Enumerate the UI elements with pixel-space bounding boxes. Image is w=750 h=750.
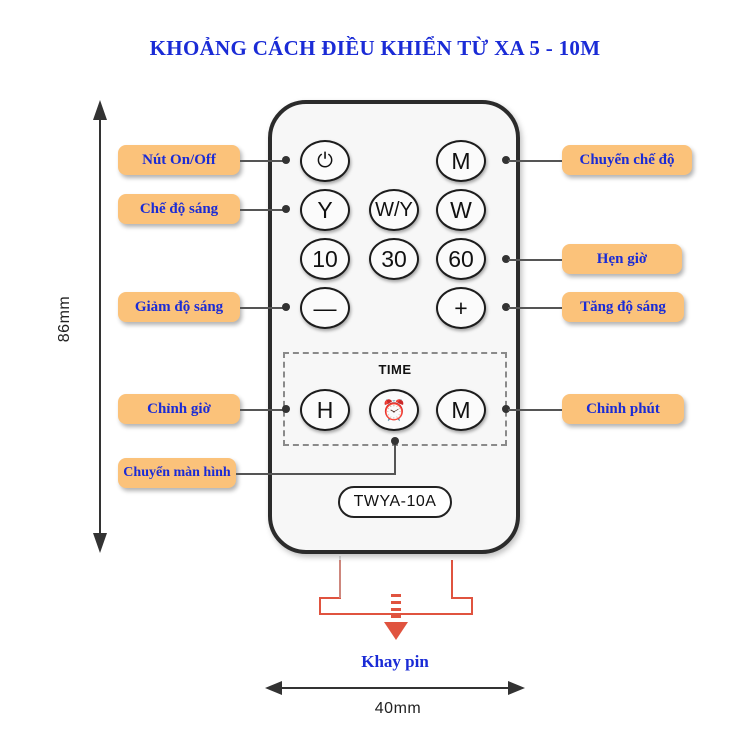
- callout-brightness-mode: Chế độ sáng: [118, 194, 240, 224]
- callout-set-hour: Chỉnh giờ: [118, 394, 240, 424]
- leader-dot: [391, 437, 399, 445]
- leader-line: [240, 160, 286, 162]
- time-label: TIME: [378, 362, 412, 377]
- leader-line: [240, 209, 286, 211]
- model-label: TWYA-10A: [338, 486, 452, 518]
- width-dimension-label: 40mm: [374, 700, 422, 717]
- leader-line: [236, 473, 396, 475]
- mode-button[interactable]: M: [436, 140, 486, 182]
- y-button[interactable]: Y: [300, 189, 350, 231]
- callout-switch-screen: Chuyển màn hình: [118, 458, 236, 488]
- callout-mode-switch: Chuyển chế độ: [562, 145, 692, 175]
- leader-dot: [282, 303, 290, 311]
- leader-line: [394, 440, 396, 475]
- leader-dot: [282, 405, 290, 413]
- leader-line: [240, 307, 286, 309]
- timer-10-button[interactable]: 10: [300, 238, 350, 280]
- leader-dot: [502, 255, 510, 263]
- callout-set-minute: Chỉnh phút: [562, 394, 684, 424]
- callout-dim: Giảm độ sáng: [118, 292, 240, 322]
- hour-button[interactable]: H: [300, 389, 350, 431]
- power-button[interactable]: ⏻: [300, 140, 350, 182]
- leader-dot: [502, 156, 510, 164]
- wy-button[interactable]: W/Y: [369, 189, 419, 231]
- leader-line: [508, 160, 562, 162]
- plus-button[interactable]: +: [436, 287, 486, 329]
- clock-icon[interactable]: ⏰: [369, 389, 419, 431]
- callout-power: Nút On/Off: [118, 145, 240, 175]
- leader-dot: [502, 303, 510, 311]
- leader-line: [240, 409, 286, 411]
- height-dimension-label: 86mm: [56, 295, 74, 343]
- battery-arrow: [384, 594, 408, 640]
- page-title: KHOẢNG CÁCH ĐIỀU KHIỂN TỪ XA 5 - 10M: [149, 36, 601, 60]
- leader-dot: [282, 205, 290, 213]
- battery-tray: [319, 560, 473, 615]
- w-button[interactable]: W: [436, 189, 486, 231]
- callout-timer: Hẹn giờ: [562, 244, 682, 274]
- timer-60-button[interactable]: 60: [436, 238, 486, 280]
- timer-30-button[interactable]: 30: [369, 238, 419, 280]
- leader-dot: [282, 156, 290, 164]
- leader-line: [508, 409, 562, 411]
- callout-brighten: Tăng độ sáng: [562, 292, 684, 322]
- minus-button[interactable]: —: [300, 287, 350, 329]
- leader-line: [508, 259, 562, 261]
- leader-dot: [502, 405, 510, 413]
- minute-button[interactable]: M: [436, 389, 486, 431]
- battery-tray-label: Khay pin: [361, 652, 429, 671]
- leader-line: [508, 307, 562, 309]
